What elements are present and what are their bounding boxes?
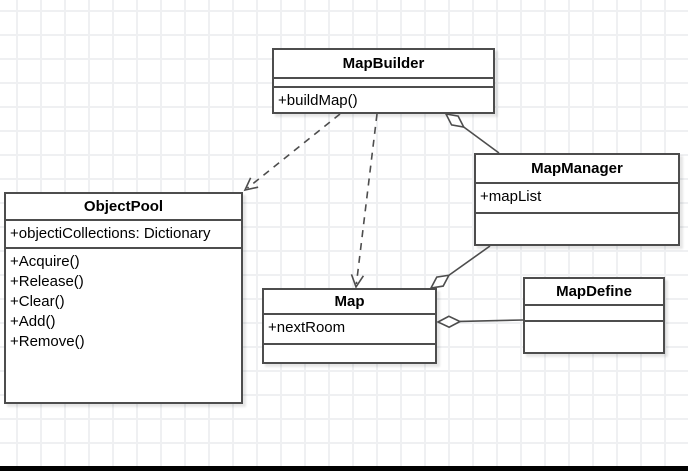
class-attribute: +objectiCollections: Dictionary xyxy=(10,225,211,242)
class-methods-section: +buildMap() xyxy=(274,88,493,112)
aggregation-diamond xyxy=(436,315,462,329)
class-attributes-section: +nextRoom xyxy=(264,315,435,345)
class-method: +Release() xyxy=(10,273,84,290)
class-attributes-section: +objectiCollections: Dictionary xyxy=(6,221,241,249)
class-title: MapManager xyxy=(476,155,678,184)
class-title: ObjectPool xyxy=(6,194,241,221)
connector-mapdefine-to-map[interactable] xyxy=(436,315,524,329)
class-attribute: +nextRoom xyxy=(268,319,346,336)
class-title: Map xyxy=(264,290,435,315)
class-objectpool[interactable]: ObjectPool +objectiCollections: Dictionar… xyxy=(4,192,243,404)
connector-mapbuilder-to-map[interactable] xyxy=(350,113,378,289)
class-methods-section xyxy=(264,345,435,362)
class-method: +Remove() xyxy=(10,333,85,350)
class-method: +Add() xyxy=(10,313,56,330)
class-method: +Clear() xyxy=(10,293,65,310)
class-methods-section xyxy=(525,322,663,352)
class-map[interactable]: Map +nextRoom xyxy=(262,288,437,364)
dependency-arrowhead xyxy=(243,177,259,192)
class-method: +buildMap() xyxy=(278,92,358,109)
class-method: +Acquire() xyxy=(10,253,80,270)
dependency-arrowhead xyxy=(350,274,365,289)
aggregation-diamond xyxy=(444,112,466,129)
class-title: MapDefine xyxy=(525,279,663,306)
class-mapdefine[interactable]: MapDefine xyxy=(523,277,665,354)
class-mapmanager[interactable]: MapManager +mapList xyxy=(474,153,680,246)
bottom-bar xyxy=(0,466,688,471)
class-attributes-section xyxy=(274,79,493,88)
connector-mapmanager-to-map[interactable] xyxy=(429,245,491,290)
class-methods-section xyxy=(476,214,678,244)
class-attributes-section: +mapList xyxy=(476,184,678,214)
connector-mapmanager-to-mapbuilder[interactable] xyxy=(444,112,500,154)
connector-mapbuilder-to-objectpool[interactable] xyxy=(243,113,341,192)
class-methods-section: +Acquire() +Release() +Clear() +Add() +Remov… xyxy=(6,249,241,402)
class-attribute: +mapList xyxy=(480,188,542,205)
class-title: MapBuilder xyxy=(274,50,493,79)
aggregation-diamond xyxy=(429,274,451,290)
class-attributes-section xyxy=(525,306,663,322)
class-mapbuilder[interactable]: MapBuilder +buildMap() xyxy=(272,48,495,114)
